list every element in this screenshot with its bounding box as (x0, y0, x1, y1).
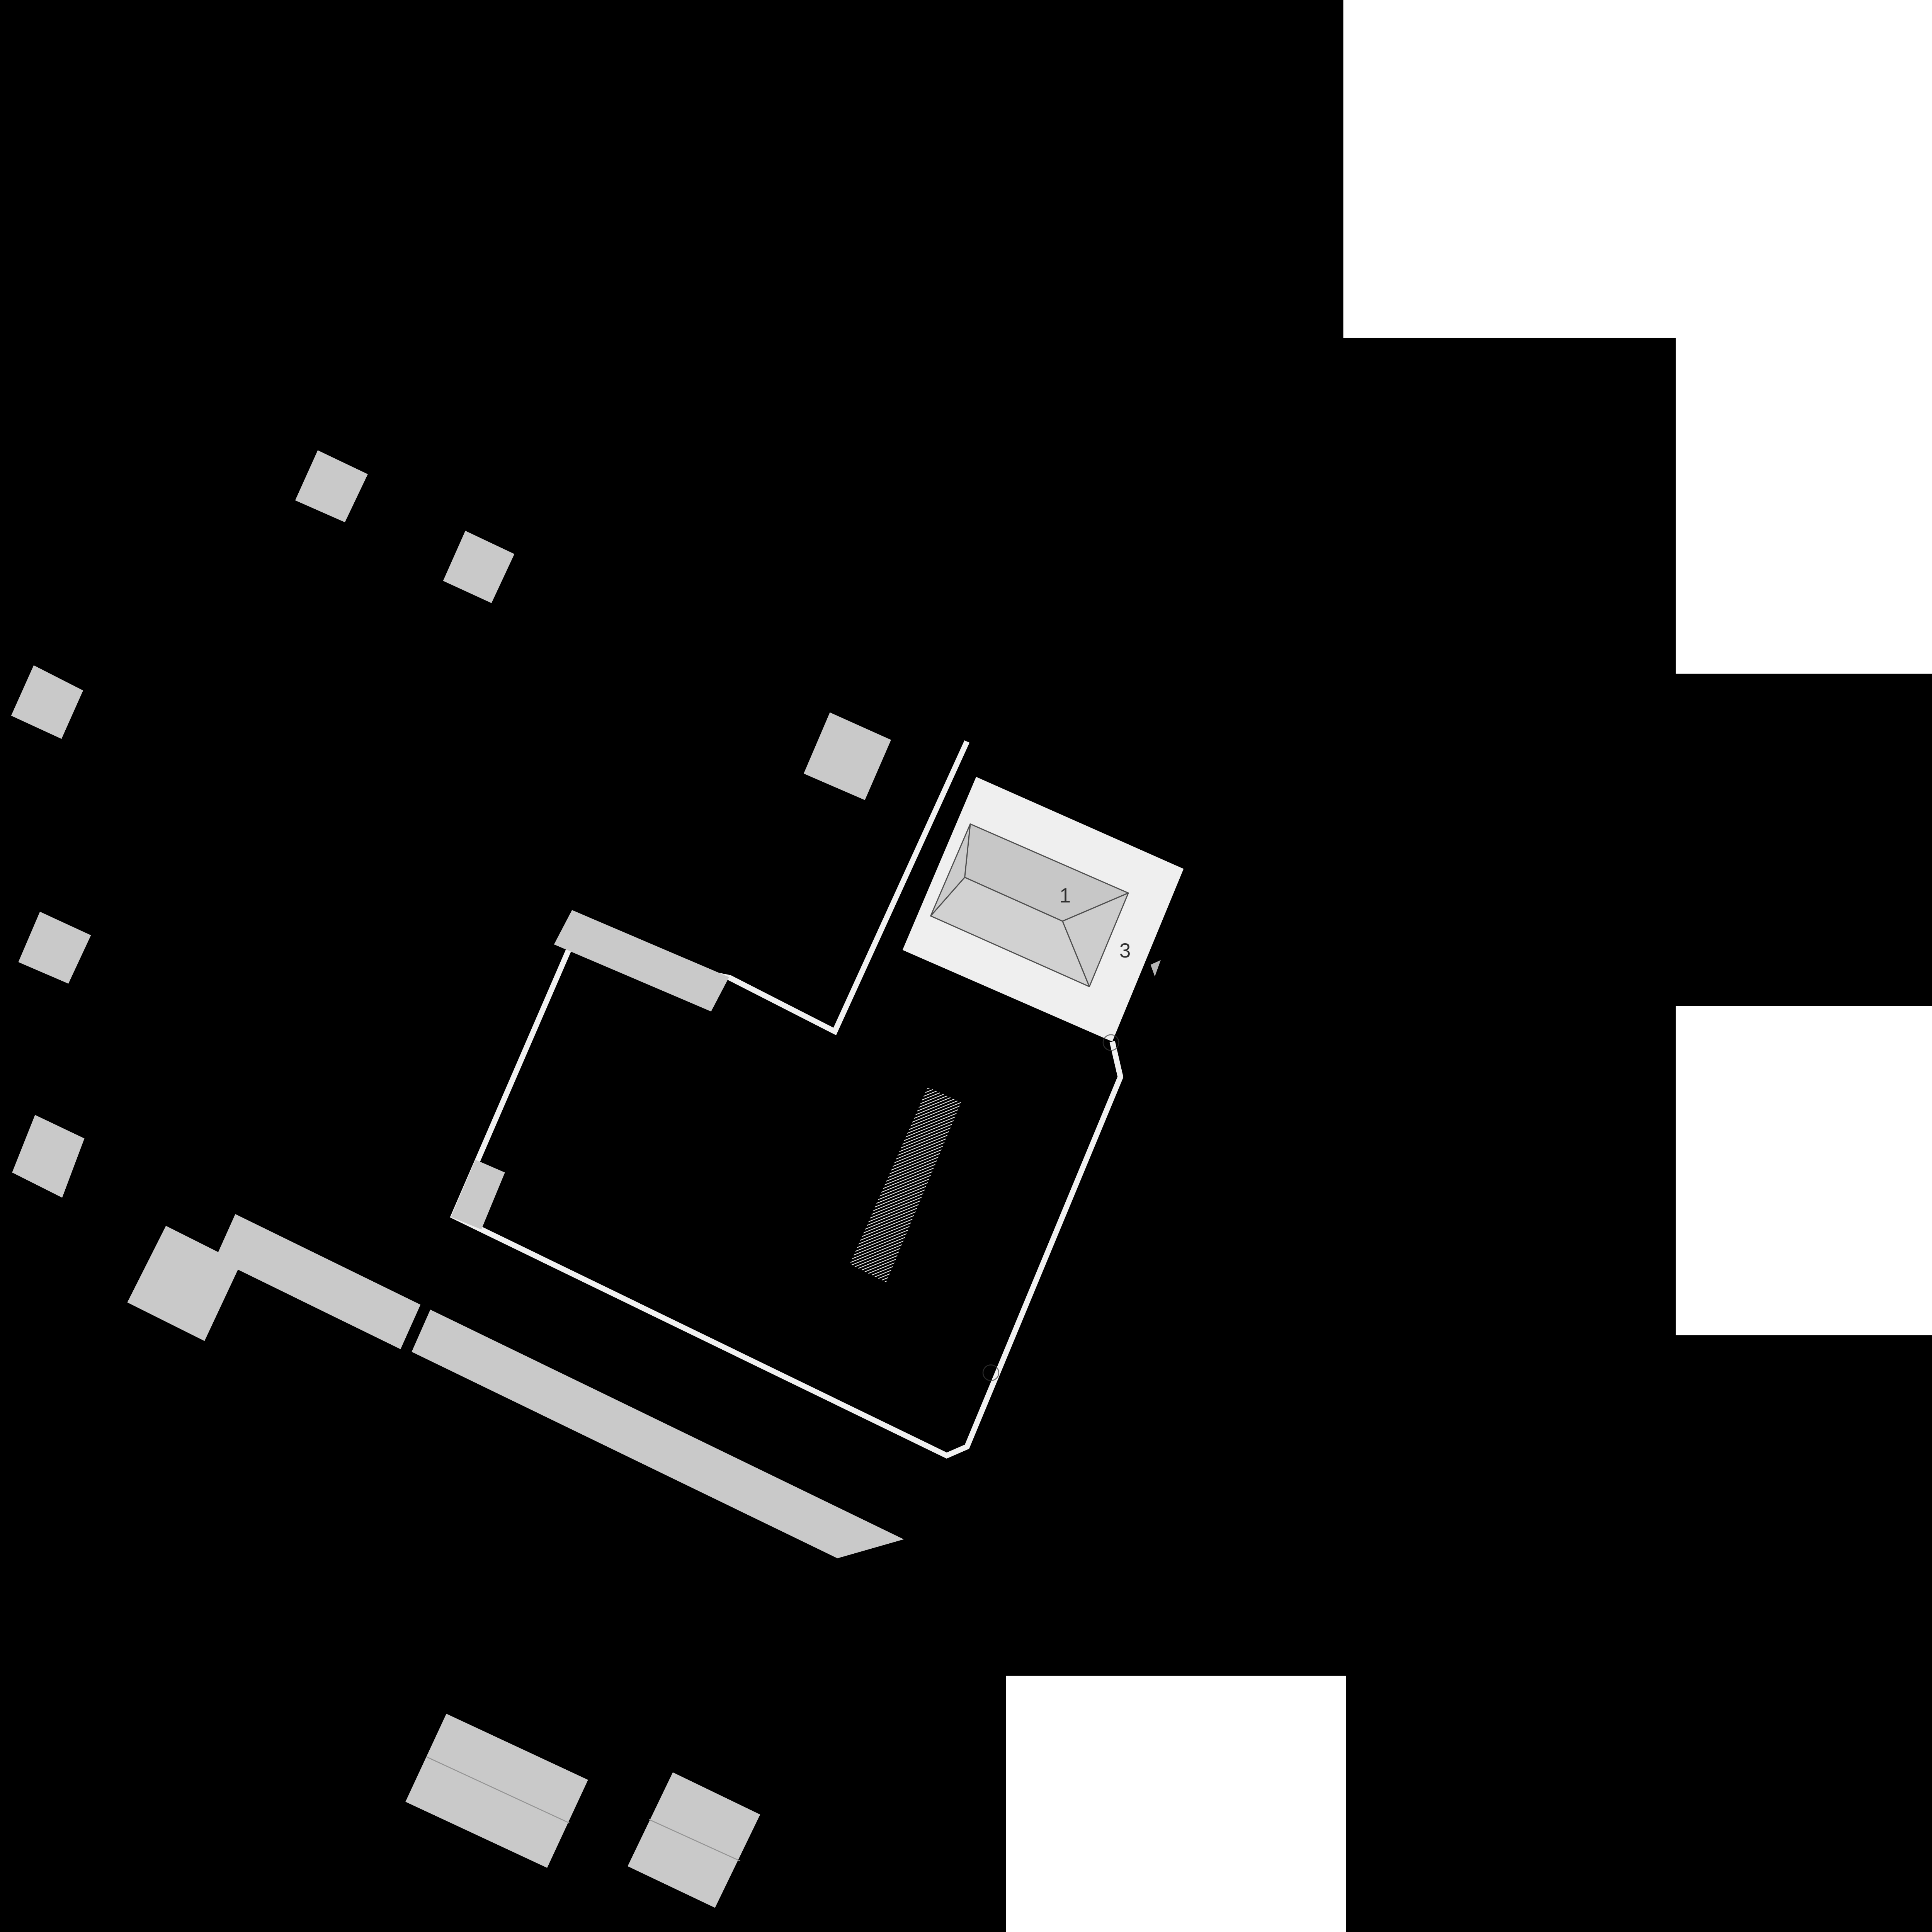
building-footprint-northwest-1 (295, 450, 368, 522)
building-footprint-west-edge-2 (18, 912, 91, 984)
roof-hip-east (1062, 892, 1129, 987)
roof-ridge-line-south-1 (426, 1756, 570, 1824)
missing-imagery-tile (1675, 0, 1932, 674)
building-footprint-square-north (803, 712, 891, 800)
building-footprint-annex (554, 910, 729, 1012)
missing-imagery-tile (1675, 1006, 1932, 1335)
building-footprint-long-bar (412, 1310, 904, 1558)
roof-hip-west (930, 823, 971, 917)
building-footprint-southwest-square (127, 1226, 241, 1341)
building-footprint-west-edge-3 (12, 1115, 85, 1198)
house-number-label: 3 (1119, 939, 1131, 962)
roof-ridge-line-south-2 (648, 1819, 741, 1862)
survey-point-circle-2 (982, 1364, 999, 1381)
building-footprint-row-bar-1 (215, 1214, 421, 1349)
building-footprint-south-gable-1 (405, 1714, 588, 1868)
hatch-area (850, 1087, 961, 1282)
survey-point-circle-1 (1102, 1034, 1119, 1051)
triangle-marker (1150, 960, 1161, 977)
building-number-label: 1 (1060, 884, 1071, 907)
building-footprint-small-west (451, 1160, 505, 1230)
missing-imagery-tile (1006, 1675, 1346, 1932)
building-footprint-west-edge-1 (11, 665, 83, 739)
building-footprint-northwest-2 (443, 531, 515, 603)
